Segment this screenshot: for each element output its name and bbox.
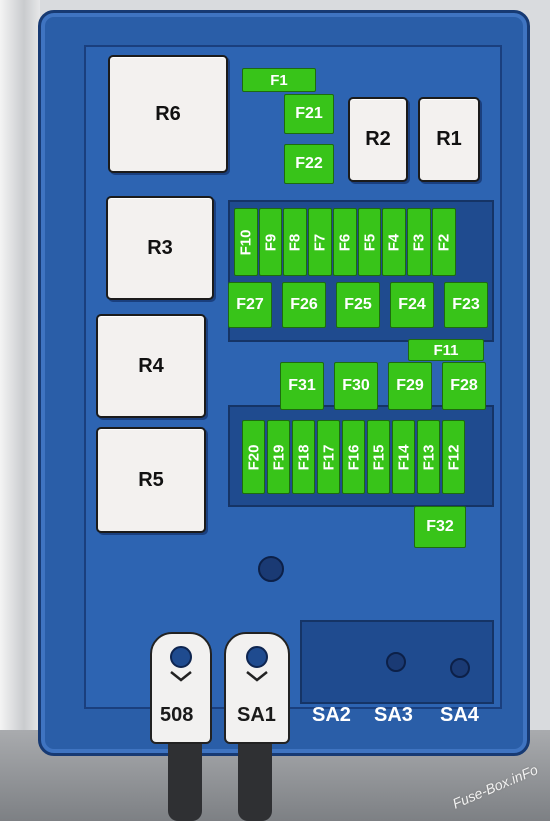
fuse-f22-label: F22 [295,155,323,172]
fuse-f17-label: F17 [320,444,338,470]
fuse-f10-label: F10 [237,229,255,255]
fuse-f29-label: F29 [396,377,424,394]
label-508: 508 [160,704,194,726]
fuse-f11: F11 [408,339,484,361]
terminal-nut-icon [246,646,268,668]
label-sa3: SA3 [374,704,413,726]
terminal-508 [150,632,212,744]
fuse-f18: F18 [292,420,315,494]
fuse-f26: F26 [282,282,326,328]
fuse-f23-label: F23 [452,296,480,313]
fuse-f28: F28 [442,362,486,410]
fuse-f5: F5 [358,208,381,276]
fuse-f21-label: F21 [295,105,323,122]
fuse-f4-label: F4 [385,233,403,251]
fuse-f5-label: F5 [360,233,378,251]
label-sa2: SA2 [312,704,351,726]
fuse-f15-label: F15 [370,444,388,470]
fuse-f7: F7 [308,208,332,276]
label-sa1: SA1 [237,704,276,726]
fuse-f24-label: F24 [398,296,426,313]
fuse-f4: F4 [382,208,406,276]
fuse-f9: F9 [259,208,282,276]
fuse-f27: F27 [228,282,272,328]
fuse-f20-label: F20 [245,444,263,470]
mounting-bolt [258,556,284,582]
fuse-f30-label: F30 [342,377,370,394]
fuse-f12-label: F12 [445,444,463,470]
relay-r1: R1 [418,97,480,182]
relay-r2: R2 [348,97,408,182]
fuse-f32-label: F32 [426,518,454,535]
fuse-f31: F31 [280,362,324,410]
relay-r4: R4 [96,314,206,418]
relay-r6-label: R6 [155,102,181,125]
fuse-f30: F30 [334,362,378,410]
chevron-down-icon [170,671,192,682]
fuse-f8-label: F8 [286,233,304,251]
fuse-f11-label: F11 [433,341,459,359]
fuse-f13-label: F13 [420,444,438,470]
fuse-f26-label: F26 [290,296,318,313]
fuse-f9-label: F9 [261,233,279,251]
fuse-f2-label: F2 [435,233,453,251]
fuse-f25: F25 [336,282,380,328]
relay-r5: R5 [96,427,206,533]
fuse-f14: F14 [392,420,415,494]
fuse-f22: F22 [284,144,334,184]
fuse-f19: F19 [267,420,290,494]
fuse-f29: F29 [388,362,432,410]
relay-r4-label: R4 [138,354,164,377]
terminal-sa1 [224,632,290,744]
relay-r3-label: R3 [147,236,173,259]
fuse-f32: F32 [414,506,466,548]
relay-r5-label: R5 [138,468,164,491]
cable-sa1 [238,735,272,821]
cable-508 [168,735,202,821]
fuse-f17: F17 [317,420,340,494]
relay-r6: R6 [108,55,228,173]
fuse-f20: F20 [242,420,265,494]
fuse-f15: F15 [367,420,390,494]
fuse-f19-label: F19 [270,444,288,470]
fuse-f24: F24 [390,282,434,328]
label-sa4: SA4 [440,704,479,726]
background-left [0,0,40,821]
fuse-f1-label: F1 [270,71,288,89]
fuse-f13: F13 [417,420,440,494]
fuse-f21: F21 [284,94,334,134]
fuse-f6-label: F6 [336,233,354,251]
fuse-f2: F2 [432,208,456,276]
fuse-f1: F1 [242,68,316,92]
fuse-f16: F16 [342,420,365,494]
fuse-f8: F8 [283,208,307,276]
relay-r1-label: R1 [436,128,462,150]
fuse-f28-label: F28 [450,377,478,394]
fuse-f18-label: F18 [295,444,313,470]
fuse-f7-label: F7 [311,233,329,251]
relay-r3: R3 [106,196,214,300]
fuse-f31-label: F31 [288,377,316,394]
fuse-f6: F6 [333,208,357,276]
fuse-f3-label: F3 [410,233,428,251]
fuse-f10: F10 [234,208,258,276]
relay-r2-label: R2 [365,128,391,150]
fuse-f16-label: F16 [345,444,363,470]
fuse-f14-label: F14 [395,444,413,470]
fuse-f3: F3 [407,208,431,276]
chevron-down-icon [246,671,268,682]
fuse-f23: F23 [444,282,488,328]
fuse-f25-label: F25 [344,296,372,313]
stud-sa4 [450,658,470,678]
fuse-f12: F12 [442,420,465,494]
fuse-f27-label: F27 [236,296,264,313]
terminal-nut-icon [170,646,192,668]
stud-sa3 [386,652,406,672]
